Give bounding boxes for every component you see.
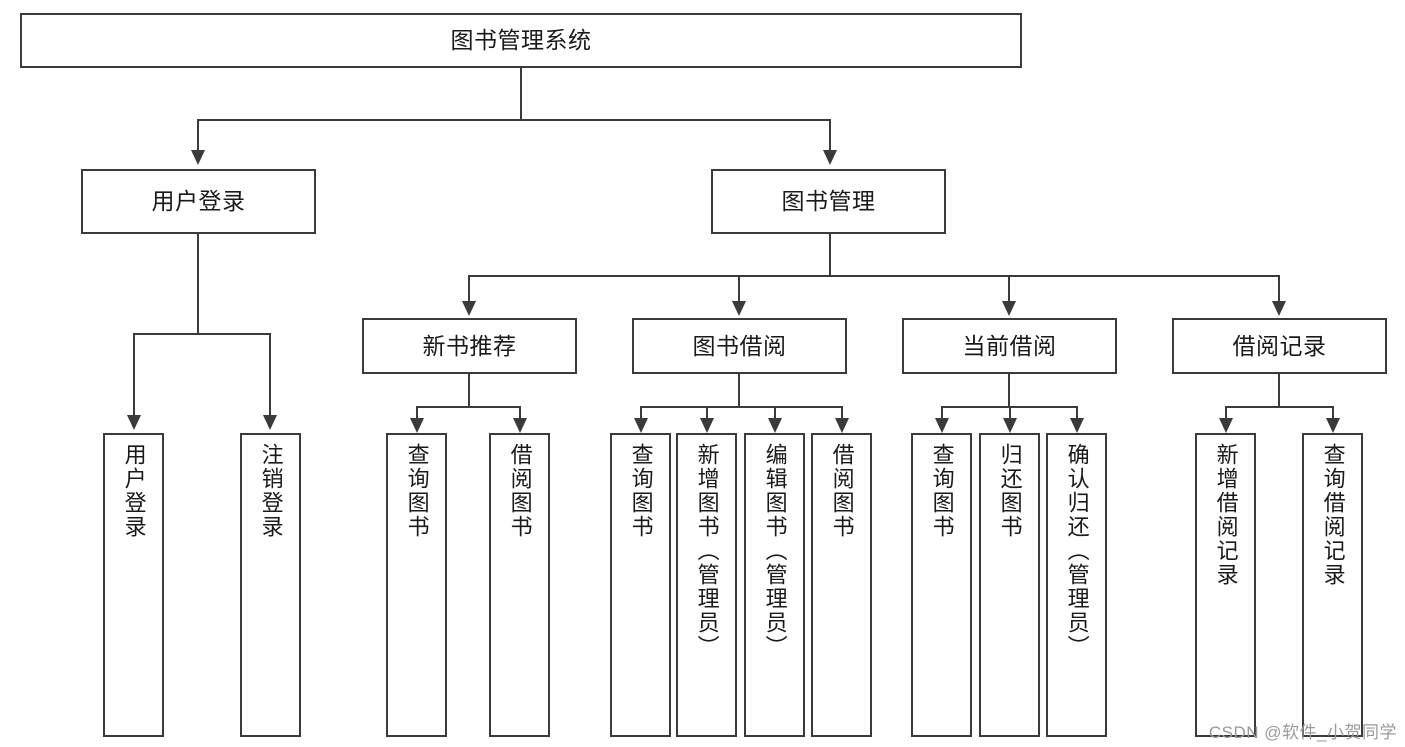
edge-bm-to-records bbox=[1278, 275, 1280, 303]
leaf-current-query-book[interactable]: 查询图书 bbox=[911, 433, 972, 737]
arrow-records-to-leaf-2 bbox=[1326, 418, 1340, 433]
edge-borrow-stem bbox=[738, 374, 740, 407]
arrow-current-to-leaf-3 bbox=[1070, 418, 1084, 433]
edge-bm-to-new-books bbox=[468, 275, 470, 303]
node-label: 借阅记录 bbox=[1232, 332, 1327, 359]
arrow-current-to-leaf-2 bbox=[1003, 418, 1017, 433]
edge-borrow-to-leaf-4 bbox=[841, 406, 843, 420]
node-label: 图书管理 bbox=[781, 188, 876, 215]
arrow-root-to-book-manage bbox=[823, 150, 837, 165]
arrow-newbooks-to-leaf-1 bbox=[410, 418, 424, 433]
edge-user-login-to-leaf-2 bbox=[269, 333, 271, 417]
edge-borrow-to-leaf-2 bbox=[706, 406, 708, 420]
edge-newbooks-bus bbox=[416, 406, 521, 408]
node-label: 图书管理系统 bbox=[450, 27, 592, 54]
node-current-borrow[interactable]: 当前借阅 bbox=[902, 318, 1117, 374]
node-label: 编辑图书（管理员） bbox=[762, 443, 788, 659]
edge-records-stem bbox=[1278, 374, 1280, 407]
edge-current-to-leaf-2 bbox=[1009, 406, 1011, 420]
edge-book-manage-bus bbox=[468, 275, 1280, 277]
leaf-newbooks-borrow-book[interactable]: 借阅图书 bbox=[489, 433, 550, 737]
leaf-logout[interactable]: 注销登录 bbox=[240, 433, 301, 737]
edge-newbooks-to-leaf-1 bbox=[416, 406, 418, 420]
node-label: 借阅图书 bbox=[829, 443, 855, 539]
edge-borrow-to-leaf-1 bbox=[640, 406, 642, 420]
edge-user-login-stem bbox=[197, 234, 199, 334]
edge-current-stem bbox=[1008, 374, 1010, 407]
arrow-borrow-to-leaf-2 bbox=[700, 418, 714, 433]
arrow-bm-to-borrow bbox=[732, 301, 746, 316]
edge-records-to-leaf-2 bbox=[1332, 406, 1334, 420]
edge-root-to-user-login bbox=[197, 119, 199, 152]
edge-current-to-leaf-1 bbox=[941, 406, 943, 420]
node-label: 确认归还（管理员） bbox=[1064, 443, 1090, 659]
arrow-borrow-to-leaf-3 bbox=[768, 418, 782, 433]
node-book-borrow[interactable]: 图书借阅 bbox=[632, 318, 847, 374]
edge-records-to-leaf-1 bbox=[1225, 406, 1227, 420]
arrow-bm-to-records bbox=[1272, 301, 1286, 316]
arrow-records-to-leaf-1 bbox=[1219, 418, 1233, 433]
arrow-current-to-leaf-1 bbox=[935, 418, 949, 433]
arrow-bm-to-current bbox=[1002, 301, 1016, 316]
node-label: 用户登录 bbox=[151, 188, 246, 215]
arrow-bm-to-new-books bbox=[462, 301, 476, 316]
node-label: 查询借阅记录 bbox=[1320, 443, 1346, 587]
edge-borrow-bus bbox=[640, 406, 842, 408]
leaf-user-login[interactable]: 用户登录 bbox=[103, 433, 164, 737]
node-label: 查询图书 bbox=[628, 443, 654, 539]
edge-newbooks-stem bbox=[468, 374, 470, 407]
node-label: 新增图书（管理员） bbox=[694, 443, 720, 659]
leaf-borrow-borrow-book[interactable]: 借阅图书 bbox=[811, 433, 872, 737]
node-user-login[interactable]: 用户登录 bbox=[81, 169, 316, 234]
arrow-user-login-to-leaf-2 bbox=[263, 415, 277, 430]
edge-borrow-to-leaf-3 bbox=[774, 406, 776, 420]
node-root-system[interactable]: 图书管理系统 bbox=[20, 13, 1022, 68]
node-borrow-records[interactable]: 借阅记录 bbox=[1172, 318, 1387, 374]
node-label: 借阅图书 bbox=[507, 443, 533, 539]
edge-bm-to-borrow bbox=[738, 275, 740, 303]
edge-user-login-bus bbox=[133, 333, 271, 335]
edge-book-manage-stem bbox=[829, 234, 831, 276]
node-label: 注销登录 bbox=[258, 443, 284, 539]
arrow-user-login-to-leaf-1 bbox=[127, 415, 141, 430]
leaf-current-confirm-return-admin[interactable]: 确认归还（管理员） bbox=[1046, 433, 1107, 737]
node-label: 新增借阅记录 bbox=[1213, 443, 1239, 587]
leaf-newbooks-query-book[interactable]: 查询图书 bbox=[386, 433, 447, 737]
edge-records-bus bbox=[1225, 406, 1334, 408]
node-label: 图书借阅 bbox=[692, 332, 787, 359]
edge-bm-to-current bbox=[1008, 275, 1010, 303]
node-label: 新书推荐 bbox=[422, 332, 517, 359]
arrow-root-to-user-login bbox=[191, 150, 205, 165]
leaf-borrow-edit-book-admin[interactable]: 编辑图书（管理员） bbox=[744, 433, 805, 737]
leaf-borrow-add-book-admin[interactable]: 新增图书（管理员） bbox=[676, 433, 737, 737]
node-book-management[interactable]: 图书管理 bbox=[711, 169, 946, 234]
edge-newbooks-to-leaf-2 bbox=[519, 406, 521, 420]
edge-current-to-leaf-3 bbox=[1076, 406, 1078, 420]
edge-root-bus bbox=[197, 119, 831, 121]
node-label: 当前借阅 bbox=[962, 332, 1057, 359]
leaf-borrow-query-book[interactable]: 查询图书 bbox=[610, 433, 671, 737]
edge-root-to-book-manage bbox=[829, 119, 831, 152]
arrow-borrow-to-leaf-1 bbox=[634, 418, 648, 433]
leaf-records-add-record[interactable]: 新增借阅记录 bbox=[1195, 433, 1256, 737]
edge-user-login-to-leaf-1 bbox=[133, 333, 135, 417]
node-label: 查询图书 bbox=[929, 443, 955, 539]
node-label: 用户登录 bbox=[121, 443, 147, 539]
arrow-borrow-to-leaf-4 bbox=[835, 418, 849, 433]
edge-root-stem bbox=[520, 68, 522, 120]
leaf-records-query-record[interactable]: 查询借阅记录 bbox=[1302, 433, 1363, 737]
leaf-current-return-book[interactable]: 归还图书 bbox=[979, 433, 1040, 737]
node-label: 归还图书 bbox=[997, 443, 1023, 539]
arrow-newbooks-to-leaf-2 bbox=[513, 418, 527, 433]
node-new-book-recommend[interactable]: 新书推荐 bbox=[362, 318, 577, 374]
node-label: 查询图书 bbox=[404, 443, 430, 539]
